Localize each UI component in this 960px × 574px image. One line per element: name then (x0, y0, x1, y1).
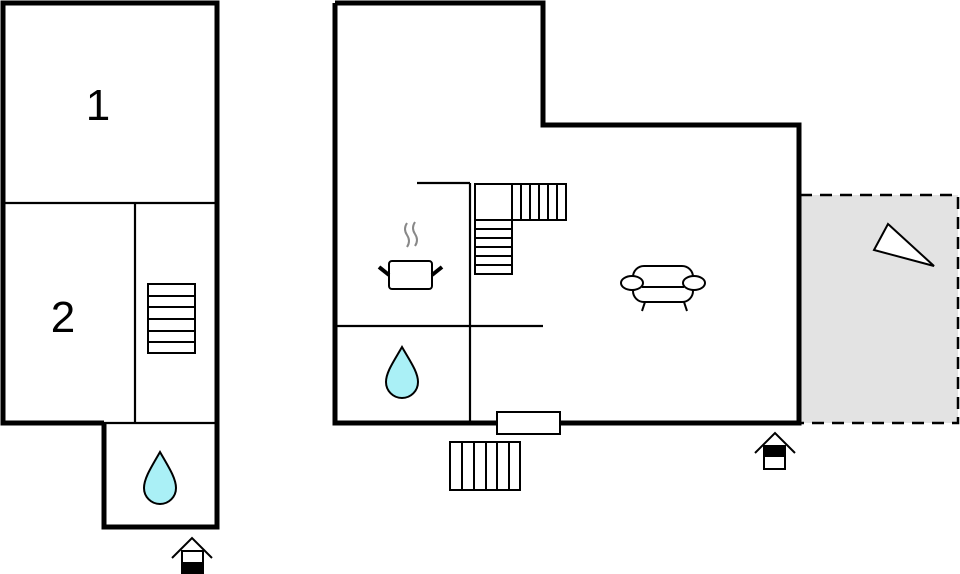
kitchen-pot-icon (377, 221, 444, 290)
room-2-label: 2 (50, 293, 76, 342)
bathroom-water-drop-icon (142, 449, 178, 505)
staircase-l-icon (474, 183, 567, 275)
right-building (332, 0, 802, 491)
terrace-triangle-icon (872, 222, 935, 267)
stairs-icon (147, 283, 196, 354)
bathroom-water-drop-icon (384, 344, 420, 399)
outdoor-stairs-icon (449, 441, 521, 491)
terrace (800, 193, 960, 425)
room-1-label: 1 (85, 81, 111, 130)
entrance-icon (171, 536, 213, 574)
window-icon (496, 411, 561, 435)
left-building (0, 0, 220, 574)
living-room-sofa-icon (620, 265, 706, 312)
entrance-icon (754, 431, 796, 470)
